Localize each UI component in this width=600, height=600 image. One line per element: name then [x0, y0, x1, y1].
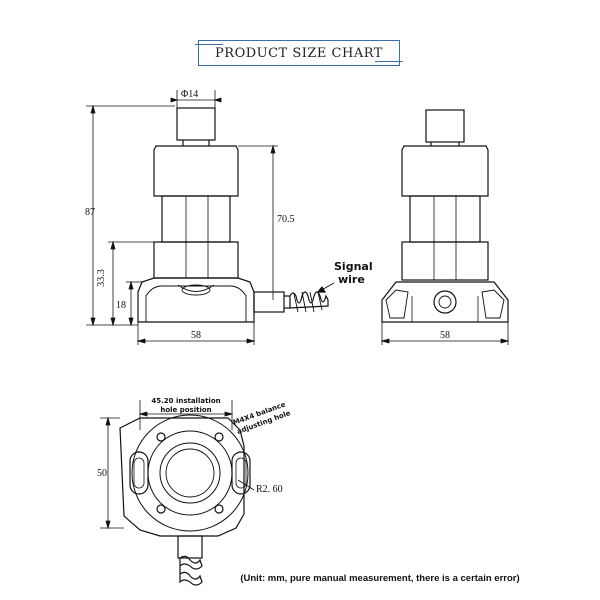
height-base-label: 18 — [116, 300, 126, 311]
front-upper-cylinder — [153, 145, 239, 197]
side-dimensions — [380, 322, 510, 345]
front-width-label: 58 — [191, 330, 201, 341]
side-width-label: 58 — [440, 330, 450, 341]
diameter-label: Φ14 — [181, 89, 198, 100]
front-view — [137, 107, 335, 323]
install-label-2: hole position — [160, 406, 211, 414]
signal-wire-label-2: wire — [338, 273, 365, 286]
front-dimensions — [86, 90, 278, 345]
top-dimensions — [100, 400, 255, 530]
front-connector — [253, 291, 285, 313]
signal-wire-label: Signal — [334, 260, 373, 273]
front-base — [137, 277, 255, 323]
radius-label: R2. 60 — [256, 484, 283, 495]
front-shaft — [161, 195, 231, 243]
install-label: 45.20 installation — [151, 397, 220, 405]
top-view — [119, 414, 251, 586]
side-view — [381, 109, 509, 323]
footer-note: (Unit: mm, pure manual measurement, ther… — [240, 573, 520, 584]
height-mid-label: 33.3 — [96, 269, 107, 287]
top-signal-wire — [179, 555, 203, 586]
title-box: PRODUCT SIZE CHART — [195, 40, 403, 66]
mount-slot-right — [231, 451, 251, 495]
top-outline — [119, 417, 245, 537]
front-collar — [153, 241, 239, 279]
side-port — [433, 290, 457, 314]
front-signal-wire — [289, 291, 329, 309]
balance-hole — [156, 432, 166, 442]
front-top-cap — [176, 107, 216, 141]
mount-slot-left — [129, 451, 149, 495]
height-upper-label: 70.5 — [277, 214, 295, 225]
height-total-label: 87 — [85, 207, 95, 218]
top-height-label: 50 — [97, 468, 107, 479]
page-title: PRODUCT SIZE CHART — [215, 45, 383, 61]
